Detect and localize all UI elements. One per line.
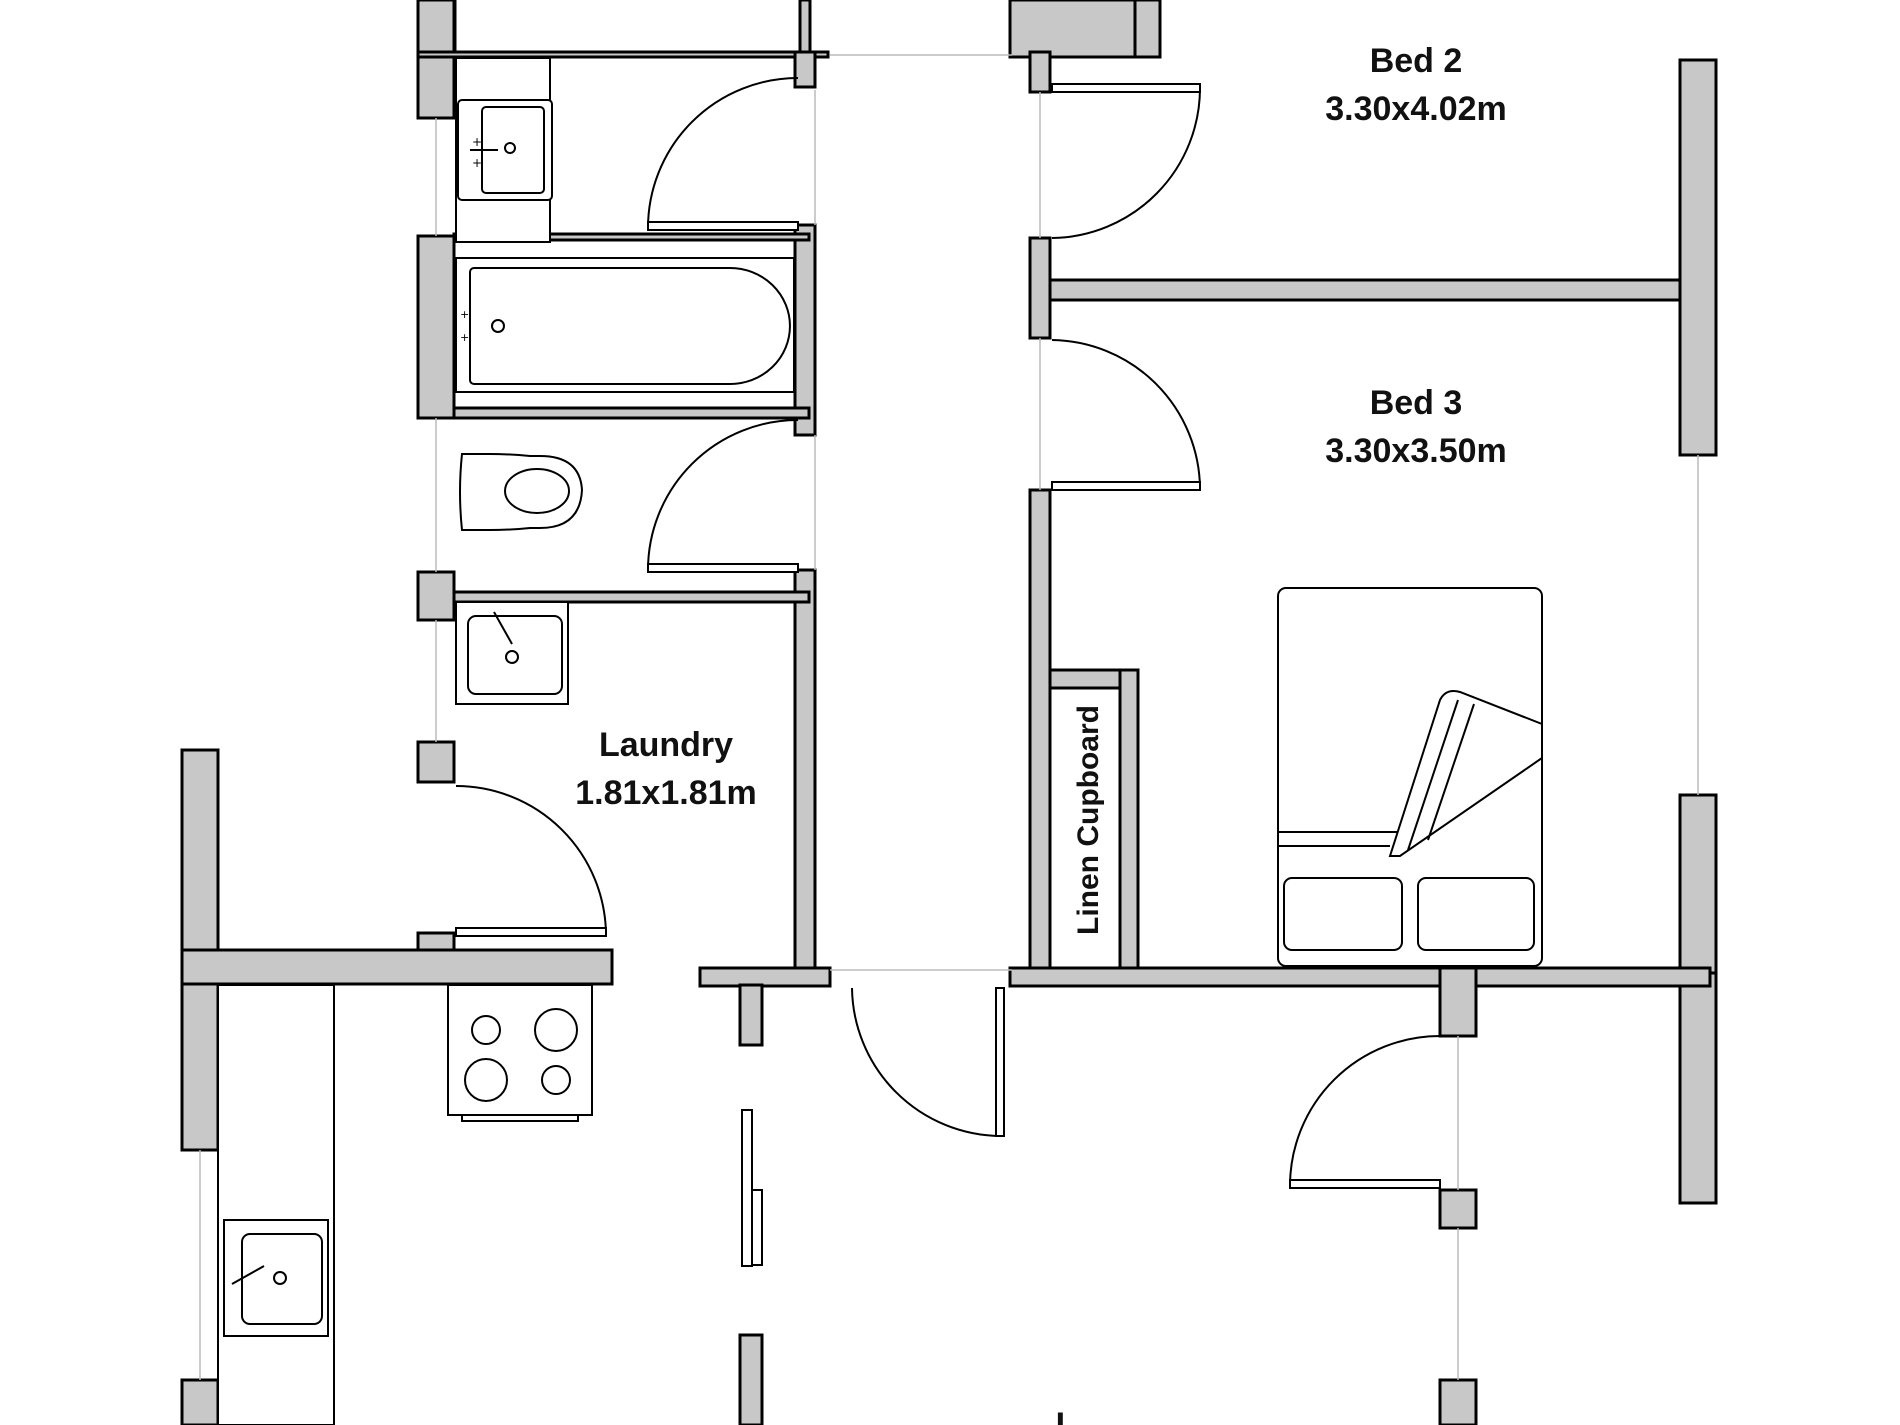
basin-icon: + + (455, 57, 553, 243)
doors (455, 77, 1441, 1267)
bed2-name: Bed 2 (1370, 42, 1463, 80)
laundry-size: 1.81x1.81m (575, 774, 757, 812)
room-labels: Bed 2 3.30x4.02m Bed 3 3.30x3.50m Laundr… (575, 42, 1507, 1425)
door-bed3 (1051, 339, 1201, 491)
bed3-name: Bed 3 (1370, 384, 1463, 422)
door-toilet (647, 419, 799, 573)
linen-cupboard-label: Linen Cupboard (1072, 705, 1105, 935)
laundry-tub-icon (455, 601, 569, 705)
door-laundry (455, 785, 607, 937)
svg-text:+: + (472, 135, 482, 149)
bed3-size: 3.30x3.50m (1325, 432, 1507, 470)
cooktop-icon (447, 984, 593, 1122)
window-lines (199, 54, 1699, 1380)
bed2-size: 3.30x4.02m (1325, 90, 1507, 128)
kitchen-bench (217, 984, 335, 1425)
door-right (1289, 1035, 1441, 1189)
kitchen-sink-icon (223, 1219, 329, 1337)
svg-text:+: + (472, 156, 482, 170)
door-corridor (851, 987, 1005, 1137)
bath-icon: + + (455, 257, 795, 393)
bed-icon (1277, 587, 1543, 967)
door-bathroom (647, 77, 799, 231)
svg-text:+: + (460, 308, 469, 321)
door-bed2 (1051, 83, 1202, 239)
toilet-icon (459, 453, 584, 531)
bottom-room-label-partial: L (1056, 1406, 1077, 1425)
laundry-name: Laundry (599, 726, 733, 764)
sliding-door (741, 1109, 763, 1267)
svg-text:+: + (460, 331, 469, 344)
